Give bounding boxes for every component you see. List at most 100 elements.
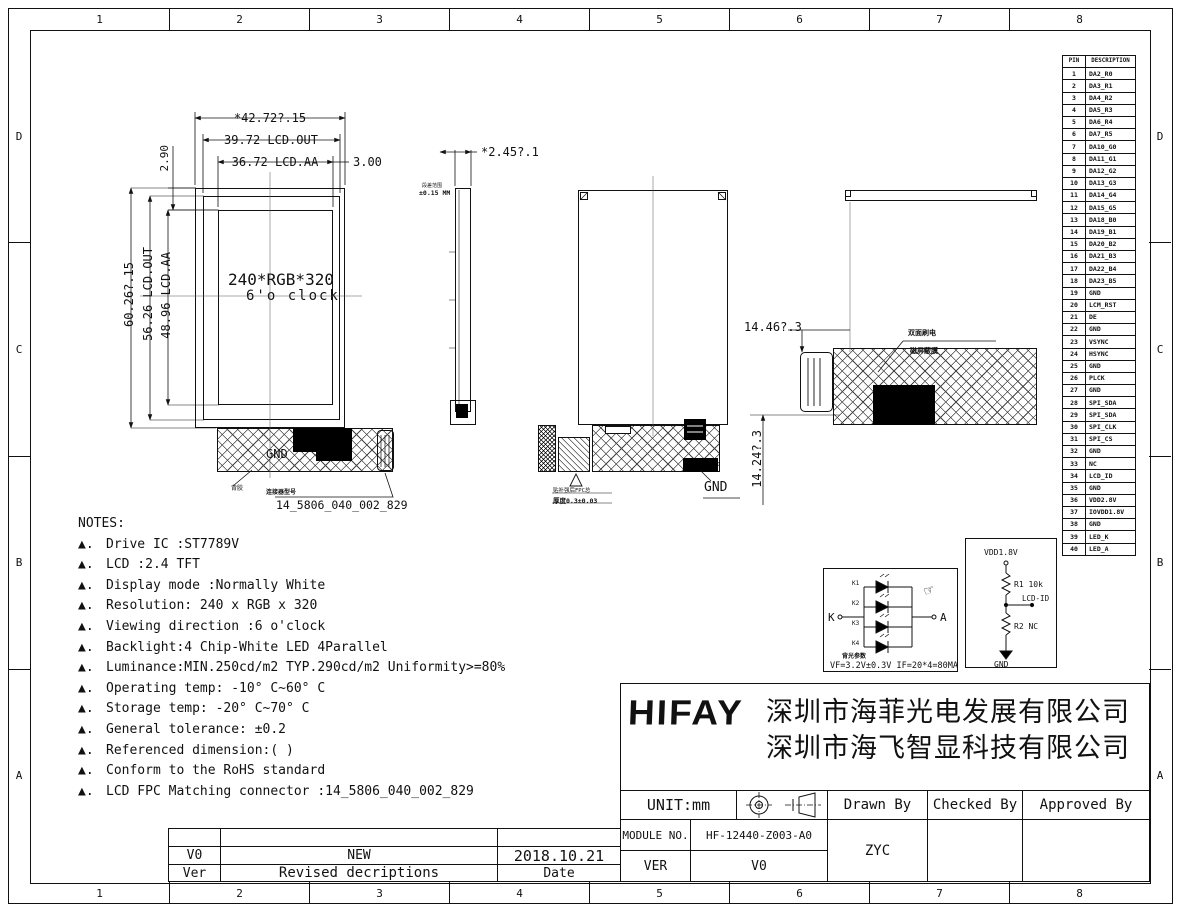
grid-row-label: B bbox=[8, 457, 30, 670]
pin-cell: 28 bbox=[1062, 396, 1086, 410]
pin-col-header: PIN bbox=[1062, 54, 1086, 69]
pin-cell: 4 bbox=[1062, 103, 1086, 117]
pin-cell: 16 bbox=[1062, 249, 1086, 264]
grid-column-label: 5 bbox=[590, 882, 730, 904]
pin-cell: 7 bbox=[1062, 140, 1086, 154]
note-item: ▲.Drive IC :ST7789V bbox=[78, 535, 505, 556]
pin-cell: 11 bbox=[1062, 189, 1086, 203]
note-item: ▲.Viewing direction :6 o'clock bbox=[78, 617, 505, 638]
shield-note-line2: 磁屏蔽膜 bbox=[910, 347, 938, 355]
fpc-connector bbox=[377, 430, 394, 471]
pin-cell: DA6_R4 bbox=[1085, 115, 1136, 130]
pin-cell: 32 bbox=[1062, 444, 1086, 459]
connector-note: 连接器型号 bbox=[266, 489, 297, 496]
pin-cell: LCM_RST bbox=[1085, 298, 1136, 312]
pin-cell: DA20_B2 bbox=[1085, 237, 1136, 252]
note-item: ▲.Resolution: 240 x RGB x 320 bbox=[78, 596, 505, 617]
pin-cell: 19 bbox=[1062, 286, 1086, 300]
pin-cell: 21 bbox=[1062, 310, 1086, 325]
lcd-id-label: LCD-ID bbox=[1022, 594, 1050, 603]
triangle-bullet-icon: ▲. bbox=[78, 598, 94, 614]
dim-height-aa: 48.96 LCD.AA bbox=[159, 250, 173, 341]
checked-by-value-cell bbox=[927, 819, 1023, 882]
grid-row-label: C bbox=[8, 243, 30, 457]
grid-column-label: 8 bbox=[1076, 886, 1083, 900]
triangle-bullet-icon: ▲. bbox=[78, 763, 94, 779]
note-item: ▲.Luminance:MIN.250cd/m2 TYP.290cd/m2 Un… bbox=[78, 658, 505, 679]
note-item: ▲.Backlight:4 Chip-White LED 4Parallel bbox=[78, 638, 505, 659]
note-text: LCD :2.4 TFT bbox=[106, 557, 200, 573]
inner-frame bbox=[30, 30, 1151, 884]
led-pin-k1: K1 bbox=[852, 580, 860, 587]
pin-cell: LED_A bbox=[1085, 542, 1136, 556]
led-k-terminal: K bbox=[828, 611, 835, 624]
connector-part-number: 14_5806_040_002_829 bbox=[276, 498, 408, 512]
grid-column-label: 3 bbox=[310, 882, 450, 904]
side-view-connector-black bbox=[456, 404, 468, 418]
grid-column-label: 7 bbox=[870, 882, 1010, 904]
triangle-bullet-icon: ▲. bbox=[78, 721, 94, 737]
pin-cell: GND bbox=[1085, 323, 1136, 337]
grid-column-label: 2 bbox=[170, 8, 310, 30]
approved-by-header: Approved By bbox=[1022, 790, 1150, 820]
pin-cell: 5 bbox=[1062, 115, 1086, 130]
pointing-hand-icon: ☞ bbox=[921, 579, 937, 600]
drawn-by-value-cell: ZYC bbox=[827, 819, 928, 882]
pin-cell: IOVDD1.8V bbox=[1085, 505, 1136, 520]
back-gnd-label: GND bbox=[704, 480, 728, 495]
pin-cell: 34 bbox=[1062, 469, 1086, 483]
id-circuit-drawing: VDD1.8V R1 10k LCD-ID R2 NC GND bbox=[984, 548, 1050, 669]
rev-empty-1 bbox=[168, 828, 221, 847]
notes-title: NOTES: bbox=[78, 516, 125, 531]
approved-by-value-cell bbox=[1022, 819, 1150, 882]
triangle-bullet-icon: ▲. bbox=[78, 618, 94, 634]
pin-cell: SPI_SDA bbox=[1085, 408, 1136, 422]
pin-cell: GND bbox=[1085, 481, 1136, 495]
grid-row-label: C bbox=[1149, 243, 1171, 457]
pin-cell: 38 bbox=[1062, 518, 1086, 532]
rev-footer-ver: Ver bbox=[168, 864, 221, 882]
note-item: ▲.Referenced dimension:( ) bbox=[78, 741, 505, 762]
pin-cell: DA4_R2 bbox=[1085, 91, 1136, 105]
pin-cell: DA5_R3 bbox=[1085, 103, 1136, 117]
pin-cell: DA11_G1 bbox=[1085, 152, 1136, 166]
rear-top-hook-right bbox=[1031, 190, 1037, 197]
pin-cell: 1 bbox=[1062, 67, 1086, 81]
module-no-value-cell: HF-12440-Z003-A0 bbox=[690, 819, 828, 851]
grid-column-label: 3 bbox=[310, 8, 450, 30]
grid-column-label: 8 bbox=[1076, 12, 1083, 26]
pin-cell: 27 bbox=[1062, 384, 1086, 398]
grid-column-label: 6 bbox=[730, 8, 870, 30]
backlight-note: 背光参数 bbox=[842, 652, 867, 660]
rear-black-pad bbox=[873, 385, 935, 425]
pin-cell: 29 bbox=[1062, 408, 1086, 422]
grid-column-label: 4 bbox=[450, 8, 590, 30]
triangle-bullet-icon: ▲. bbox=[78, 660, 94, 676]
pin-cell: DA7_R5 bbox=[1085, 128, 1136, 142]
company-logo: HIFAY bbox=[627, 693, 745, 732]
drawn-by-header: Drawn By bbox=[827, 790, 928, 820]
pin-cell: DE bbox=[1085, 310, 1136, 325]
id-circuit-box: VDD1.8V R1 10k LCD-ID R2 NC GND bbox=[965, 538, 1057, 669]
pin-cell: 39 bbox=[1062, 530, 1086, 544]
